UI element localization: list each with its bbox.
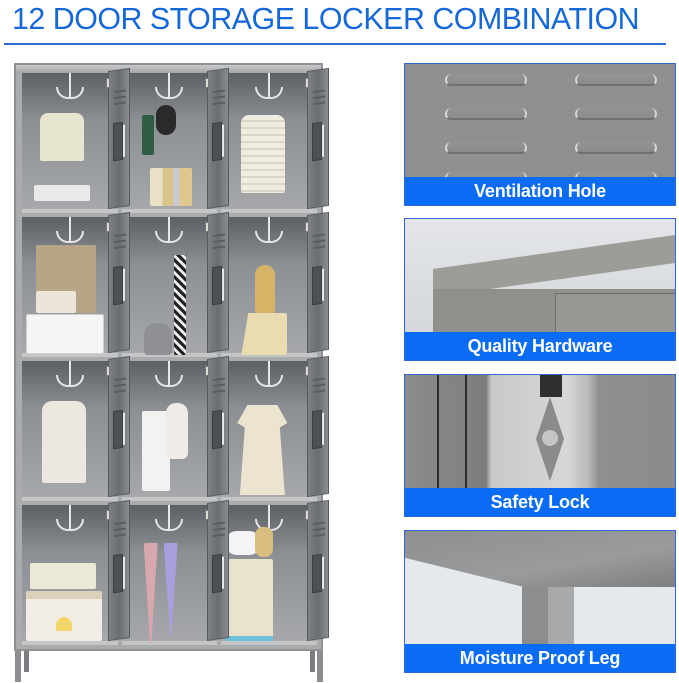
locker-door[interactable] [105, 499, 130, 641]
latch-icon [212, 121, 223, 161]
feature-panel-hardware: Quality Hardware [404, 218, 676, 361]
rear-left-leg [24, 650, 29, 672]
books [149, 168, 192, 206]
small-box [36, 291, 76, 313]
locker-door[interactable] [205, 67, 230, 209]
latch-icon [112, 409, 123, 449]
hook-icon [168, 505, 171, 527]
compartment-r4c2 [121, 499, 230, 645]
compartment-r4c1 [22, 499, 130, 645]
hook-icon [68, 505, 71, 527]
locker-door[interactable] [205, 499, 230, 641]
woven-basket [225, 559, 274, 641]
latch-icon [311, 265, 322, 305]
hook-icon [68, 217, 71, 239]
latch-icon [112, 553, 123, 593]
latch-icon [212, 553, 223, 593]
tank-top [141, 411, 170, 491]
feature-label: Quality Hardware [405, 332, 675, 360]
compartment-r2c1 [22, 211, 130, 357]
shirt [40, 113, 84, 161]
floral-dress [237, 405, 288, 495]
hook-icon [168, 73, 171, 95]
hook-icon [68, 73, 71, 95]
hook-icon [268, 505, 271, 527]
compartment-r4c3 [221, 499, 329, 645]
lock-image [405, 375, 675, 488]
locker-door[interactable] [304, 355, 329, 497]
compartment-r2c3 [221, 211, 329, 357]
shirt [42, 401, 86, 483]
compartment-r1c2 [121, 67, 230, 213]
leg-image [405, 531, 675, 647]
title-underline [4, 43, 666, 45]
feature-label: Ventilation Hole [405, 177, 675, 205]
feature-label: Moisture Proof Leg [405, 644, 675, 672]
owl-plush [143, 323, 172, 355]
folded-towels [34, 185, 90, 201]
compartment-r3c2 [121, 355, 230, 501]
plush-toy [255, 527, 274, 557]
feature-panel-leg: Moisture Proof Leg [404, 530, 676, 673]
latch-icon [311, 553, 322, 593]
hook-icon [268, 217, 271, 239]
heart-storage-box [26, 591, 102, 641]
pink-umbrella [143, 543, 158, 643]
compartment-r1c3 [221, 67, 329, 213]
locker-door[interactable] [304, 67, 329, 209]
locker-door[interactable] [205, 355, 230, 497]
feature-panel-lock: Safety Lock [404, 374, 676, 517]
compartment-r2c2 [121, 211, 230, 357]
houndstooth-scarf [173, 255, 186, 355]
compartment-r3c1 [22, 355, 130, 501]
locker-door[interactable] [105, 355, 130, 497]
locker-door[interactable] [205, 211, 230, 353]
locker-door[interactable] [105, 211, 130, 353]
compartment-r3c3 [221, 355, 329, 501]
bunny-plush [165, 403, 188, 459]
feature-label: Safety Lock [405, 488, 675, 516]
latch-icon [112, 265, 123, 305]
white-storage-box [26, 314, 104, 354]
striped-shirt [241, 115, 286, 193]
hook-icon [268, 73, 271, 95]
green-bag [141, 115, 154, 155]
locker-door[interactable] [304, 211, 329, 353]
latch-icon [112, 121, 123, 161]
folded-blankets [30, 563, 96, 589]
headphones [155, 105, 176, 135]
front-right-leg [317, 650, 323, 682]
rear-right-leg [310, 650, 315, 672]
compartment-r1c1 [22, 67, 130, 213]
latch-icon [212, 409, 223, 449]
ventilation-image [405, 64, 675, 184]
cabinet-top [16, 65, 321, 73]
hook-icon [168, 361, 171, 383]
latch-icon [212, 265, 223, 305]
heart-icon [56, 617, 72, 631]
hook-icon [268, 361, 271, 383]
front-left-leg [15, 650, 21, 682]
feature-panel-ventilation: Ventilation Hole [404, 63, 676, 206]
hardware-image [405, 219, 675, 339]
gift-bag [241, 313, 288, 355]
locker-cabinet [14, 63, 329, 651]
purple-umbrella [163, 543, 178, 635]
hook-icon [68, 361, 71, 383]
latch-icon [311, 409, 322, 449]
locker-grid [22, 67, 329, 645]
latch-icon [311, 121, 322, 161]
locker-door[interactable] [304, 499, 329, 641]
page-title: 12 DOOR STORAGE LOCKER COMBINATION [12, 1, 640, 36]
hook-icon [168, 217, 171, 239]
bunny-plush [255, 265, 276, 315]
locker-door[interactable] [105, 67, 130, 209]
